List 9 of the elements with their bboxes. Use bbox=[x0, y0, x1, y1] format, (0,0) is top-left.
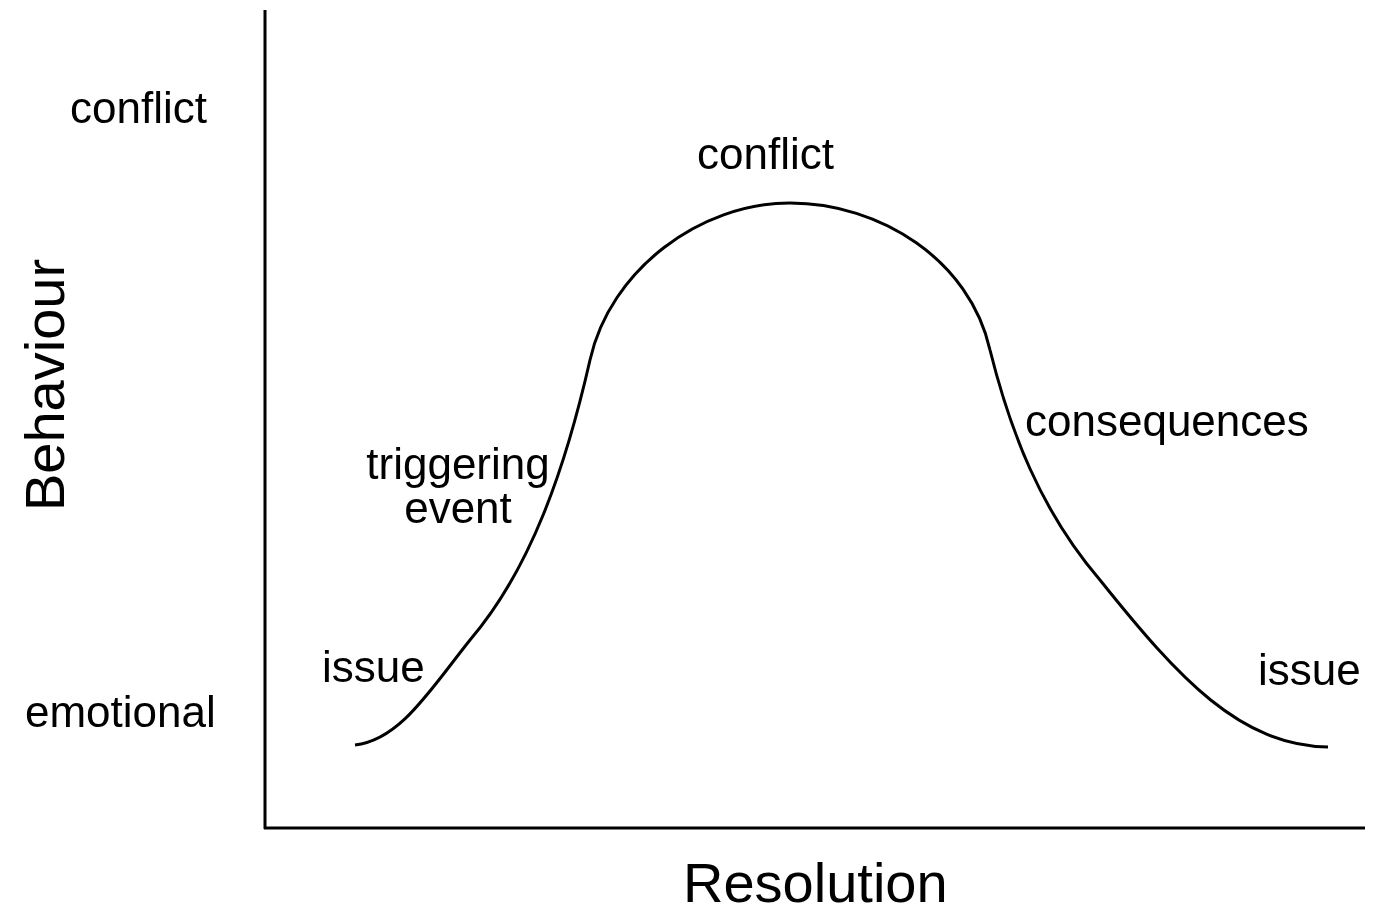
axis-label: conflict bbox=[70, 84, 207, 132]
stage-label: consequences bbox=[1025, 397, 1309, 445]
stage-label: issue bbox=[1258, 646, 1361, 694]
peak-label: conflict bbox=[697, 130, 834, 178]
axis-title: Resolution bbox=[683, 852, 948, 910]
axis-title: Behaviour bbox=[14, 258, 77, 512]
axis-label: emotional bbox=[25, 688, 216, 736]
stage-label: triggering event bbox=[365, 442, 551, 530]
stage-label: issue bbox=[322, 643, 425, 691]
